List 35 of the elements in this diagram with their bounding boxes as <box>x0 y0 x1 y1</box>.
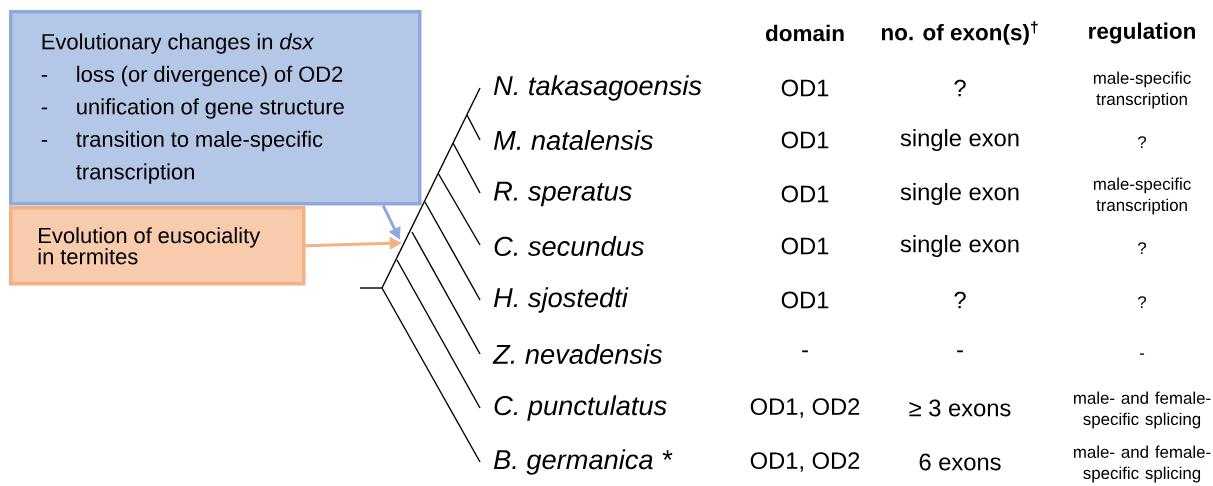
table-cell: ≥ 3 exons <box>909 399 1011 417</box>
table-cell: male-specific transcription <box>1093 71 1191 109</box>
table-cell: single exon <box>900 182 1019 206</box>
column-header: no. of exon(s)$^{†}$ <box>881 21 1038 45</box>
table-cell: OD1, OD2 <box>750 452 860 472</box>
species-name: N. takasagoensis <box>493 75 702 101</box>
table-cell: male- and female- specific splicing <box>1074 445 1211 483</box>
table-cell: - <box>802 350 808 353</box>
note-box: Evolutionary changes in dsx - loss (or divergence) of OD2 - unification of gene structure - transition to male-specific transcription <box>9 10 422 206</box>
column-header: domain <box>765 24 844 42</box>
table-cell: - <box>1139 353 1145 355</box>
table-cell: - <box>957 350 963 353</box>
species-name: R. speratus <box>493 181 632 207</box>
table-cell: OD1 <box>781 79 829 97</box>
table-cell: OD1, OD2 <box>750 398 860 418</box>
column-header: regulation <box>1089 22 1195 44</box>
table-cell: ? <box>1138 296 1147 308</box>
table-cell: male- and female- specific splicing <box>1074 391 1211 429</box>
table-cell: ? <box>954 291 966 309</box>
table-cell: single exon <box>900 234 1019 258</box>
table-cell: ? <box>954 79 966 97</box>
table-cell: OD1 <box>781 237 829 255</box>
table-cell: OD1 <box>781 185 829 203</box>
table-cell: ? <box>1138 242 1147 254</box>
table-cell: single exon <box>900 128 1019 152</box>
note-box: Evolution of eusociality in termites <box>9 206 306 286</box>
table-cell: ? <box>1138 136 1147 148</box>
table-cell: OD1 <box>781 131 829 149</box>
species-name: C. secundus <box>494 236 644 256</box>
species-name: M. natalensis <box>493 130 653 150</box>
phylogenetic-tree-drawing <box>359 87 481 463</box>
table-cell: 6 exons <box>919 453 1001 471</box>
species-name: B. germanica * <box>493 449 673 475</box>
table-cell: male-specific transcription <box>1093 177 1191 215</box>
table-cell: OD1 <box>781 291 829 309</box>
